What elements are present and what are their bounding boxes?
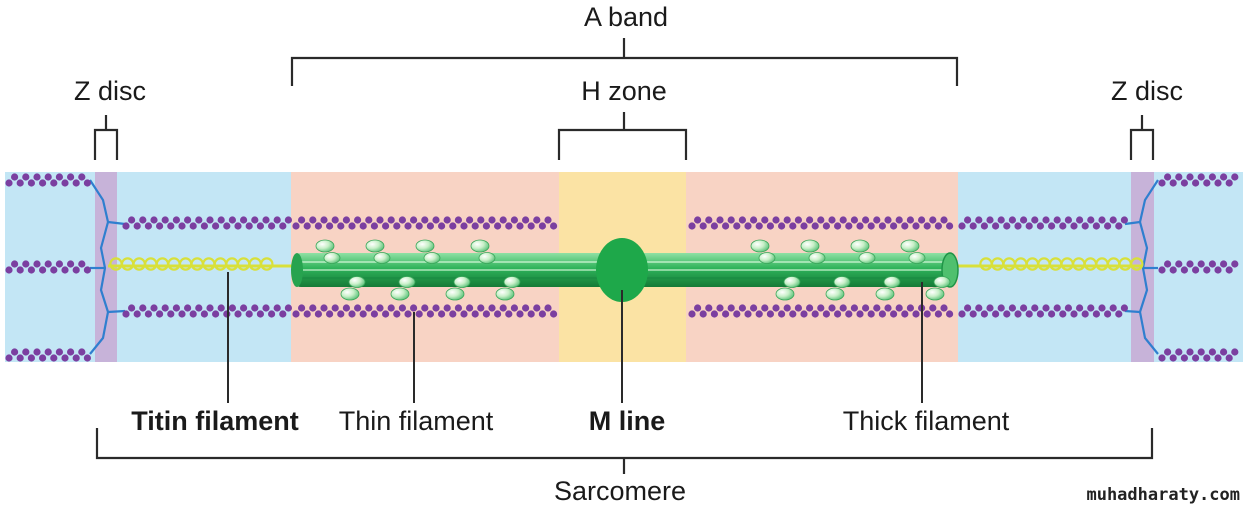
a-band-label: A band bbox=[584, 2, 668, 32]
myosin-head-pair bbox=[315, 239, 341, 264]
actin-strand bbox=[292, 216, 558, 230]
myosin-heads bbox=[315, 239, 951, 301]
actin-strand bbox=[122, 304, 292, 318]
myosin-head-pair bbox=[470, 239, 496, 264]
titin-coil bbox=[979, 257, 1144, 271]
z-disc-left-band bbox=[95, 172, 117, 362]
m-line-knob bbox=[596, 238, 648, 302]
myosin-head-pair bbox=[340, 276, 366, 301]
myosin-head-pair bbox=[445, 276, 471, 301]
h-zone-label: H zone bbox=[581, 76, 667, 106]
actin-strand bbox=[1158, 348, 1239, 362]
h-zone-bracket bbox=[557, 112, 688, 160]
actin-strand bbox=[958, 304, 1128, 318]
myosin-head-pair bbox=[775, 276, 801, 301]
z-disc-right-bracket bbox=[1129, 115, 1155, 160]
thick-filament bbox=[291, 238, 959, 302]
top-brackets bbox=[93, 38, 1155, 160]
z-disc-left-bracket bbox=[93, 115, 119, 160]
myosin-head-pair bbox=[415, 239, 441, 264]
thin-filaments bbox=[5, 173, 1239, 362]
actin-strand bbox=[1158, 260, 1239, 274]
z-disc-right-label: Z disc bbox=[1111, 76, 1183, 106]
z-disc-left-label: Z disc bbox=[74, 76, 146, 106]
titin-filament-label: Titin filament bbox=[131, 406, 299, 436]
sarcomere-label: Sarcomere bbox=[554, 476, 686, 506]
myosin-head-pair bbox=[800, 239, 826, 264]
myosin-head-pair bbox=[925, 276, 951, 301]
thick-filament-end-left bbox=[291, 253, 303, 287]
actin-strand bbox=[5, 348, 91, 362]
thin-filament-label: Thin filament bbox=[339, 406, 494, 436]
actin-strand bbox=[688, 304, 954, 318]
actin-strand bbox=[958, 216, 1128, 230]
myosin-head-pair bbox=[900, 239, 926, 264]
myosin-head-pair bbox=[495, 276, 521, 301]
z-disc-linkers bbox=[89, 179, 1159, 355]
myosin-head-pair bbox=[390, 276, 416, 301]
a-band-bracket bbox=[290, 38, 959, 86]
myosin-head-pair bbox=[365, 239, 391, 264]
watermark: muhadharaty.com bbox=[1086, 485, 1240, 505]
actin-strand bbox=[688, 216, 954, 230]
leader-lines bbox=[227, 272, 923, 403]
actin-strand bbox=[122, 216, 292, 230]
actin-strand bbox=[1158, 173, 1239, 187]
myosin-head-pair bbox=[750, 239, 776, 264]
myosin-head-pair bbox=[825, 276, 851, 301]
titin-coil bbox=[109, 257, 274, 271]
actin-strand bbox=[5, 173, 91, 187]
myosin-head-pair bbox=[850, 239, 876, 264]
m-line-label: M line bbox=[589, 406, 666, 436]
sarcomere-bracket bbox=[95, 428, 1154, 474]
actin-strand bbox=[292, 304, 558, 318]
thick-filament-label: Thick filament bbox=[843, 406, 1010, 436]
actin-strand bbox=[5, 260, 91, 274]
myosin-head-pair bbox=[875, 276, 901, 301]
